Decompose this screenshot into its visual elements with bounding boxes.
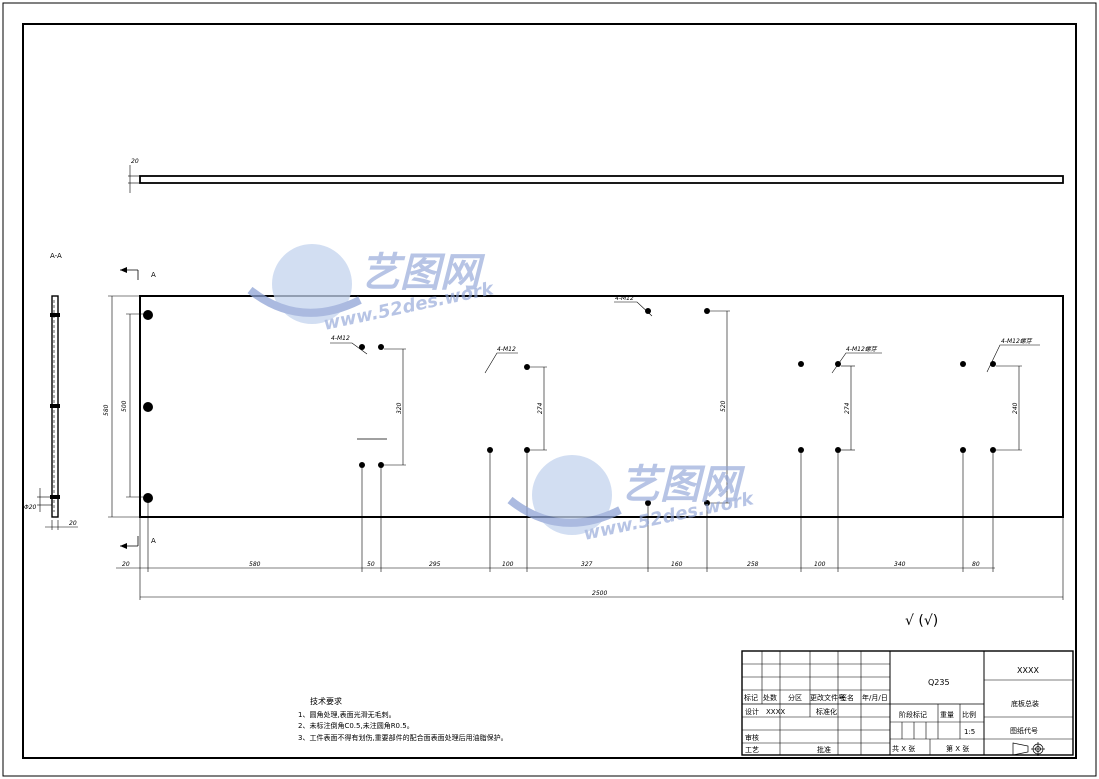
section-arrow-top: A xyxy=(120,267,156,280)
tech-req-item: 3、工件表面不得有划伤,重要部件的配合面表面处理后用油脂保护。 xyxy=(298,733,508,742)
overall-length-dim: 2500 xyxy=(592,590,607,597)
section-arrow-bottom: A xyxy=(120,536,156,549)
tb-process-label: 工艺 xyxy=(745,746,759,754)
vertical-dims xyxy=(384,310,1022,504)
tb-drawing-no-label: 图纸代号 xyxy=(1010,726,1038,735)
watermark-logo: 艺图网 www.52des.work xyxy=(247,244,496,335)
horizontal-dim: 20 xyxy=(122,561,130,568)
horizontal-dim: 50 xyxy=(367,561,375,568)
watermark-logo: 艺图网 www.52des.work xyxy=(507,455,756,545)
tb-approve-label: 批准 xyxy=(817,745,831,754)
inner-border xyxy=(22,23,1077,759)
tb-review-label: 审核 xyxy=(745,733,759,742)
tb-stage-label: 阶段标记 xyxy=(899,710,927,719)
tb-header-cell: 更改文件号 xyxy=(810,693,845,702)
title-block-text: 标记 处数 分区 更改文件号 签名 年/月/日 设计 XXXX 标准化 审核 工… xyxy=(744,666,1039,754)
tb-header-cell: 处数 xyxy=(763,693,777,702)
thickness-dim: 20 xyxy=(131,158,139,165)
section-view: A-A Φ20 20 xyxy=(24,252,78,530)
section-arrow-label-top: A xyxy=(151,271,156,279)
tb-design-name: XXXX xyxy=(766,708,785,716)
vertical-dim: 320 xyxy=(396,402,403,414)
tb-scale-label: 比例 xyxy=(962,710,976,719)
projection-symbol-icon xyxy=(1012,742,1045,756)
horizontal-dim: 295 xyxy=(429,561,441,568)
callout-leaders xyxy=(330,301,1040,374)
horizontal-dim: 160 xyxy=(671,561,683,568)
tech-req-title: 技术要求 xyxy=(310,696,342,706)
tb-design-label: 设计 xyxy=(745,707,759,716)
tb-scale: 1:5 xyxy=(964,728,975,736)
vertical-dim: 274 xyxy=(844,402,851,414)
tb-weight-label: 重量 xyxy=(940,711,954,719)
height-outer-dim: 580 xyxy=(103,404,110,416)
tb-sheets-total: 共 X 张 xyxy=(892,744,915,753)
callout-label: 4-M12 xyxy=(615,295,634,302)
horizontal-dim: 100 xyxy=(502,561,514,568)
tb-std-label: 标准化 xyxy=(816,707,837,716)
horizontal-dim: 100 xyxy=(814,561,826,568)
section-label: A-A xyxy=(50,252,62,260)
callout-label: 4-M12螺芽 xyxy=(846,345,878,353)
top-view: 20 xyxy=(128,158,1064,193)
tech-req-item: 2、未标注倒角C0.5,未注圆角R0.5。 xyxy=(298,721,414,730)
section-dia-dim: Φ20 xyxy=(24,504,37,511)
horizontal-dim: 580 xyxy=(249,561,261,568)
tb-header-cell: 年/月/日 xyxy=(862,693,888,702)
horizontal-dim: 258 xyxy=(747,561,759,568)
roughness-symbol: √ (√) xyxy=(905,613,938,629)
tb-company: XXXX xyxy=(1017,666,1039,675)
callout-label: 4-M12螺芽 xyxy=(1001,337,1033,345)
height-inner-dim: 500 xyxy=(121,400,128,412)
tb-header-cell: 分区 xyxy=(788,693,802,702)
horizontal-dim: 327 xyxy=(581,561,593,568)
section-arrow-label-bottom: A xyxy=(151,537,156,545)
horizontal-dim-chain xyxy=(116,453,1064,600)
tb-part-name: 底板总装 xyxy=(1011,699,1039,708)
horizontal-dim: 340 xyxy=(894,561,906,568)
callout-label: 4-M12 xyxy=(331,335,350,342)
tb-header-cell: 签名 xyxy=(840,693,854,702)
edge-hole xyxy=(143,310,153,320)
watermark-cn: 艺图网 xyxy=(360,250,486,296)
tb-sheet-no: 第 X 张 xyxy=(946,744,969,753)
vertical-dim: 240 xyxy=(1012,402,1019,414)
tb-material: Q235 xyxy=(928,678,950,687)
tech-requirements: 技术要求 1、圆角处理,表面光滑无毛刺。 2、未标注倒角C0.5,未注圆角R0.… xyxy=(298,696,508,742)
vertical-dim: 274 xyxy=(537,402,544,414)
edge-hole xyxy=(143,493,153,503)
tb-header-cell: 标记 xyxy=(744,693,758,702)
tech-req-item: 1、圆角处理,表面光滑无毛刺。 xyxy=(298,710,396,719)
height-dims: 580 500 xyxy=(103,295,147,518)
edge-hole xyxy=(143,402,153,412)
title-block xyxy=(741,650,1074,756)
horizontal-dim: 80 xyxy=(972,561,980,568)
vertical-dim: 520 xyxy=(720,400,727,412)
callout-label: 4-M12 xyxy=(497,346,516,353)
section-thick-dim: 20 xyxy=(69,520,77,527)
watermark-cn: 艺图网 xyxy=(620,462,746,508)
